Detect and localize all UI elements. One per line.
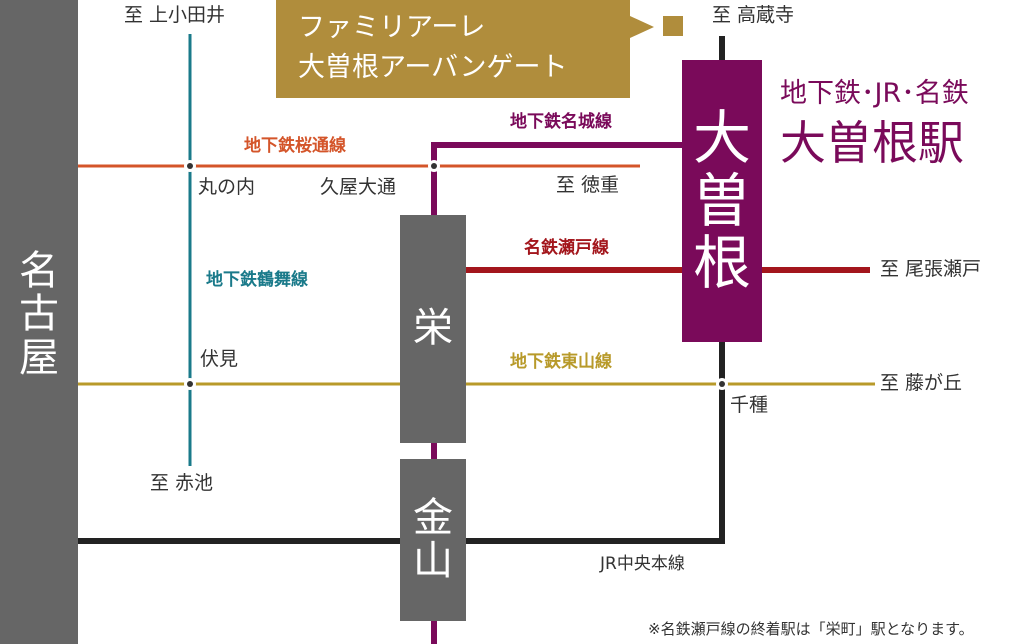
property-name-line2: 大曽根アーバンゲート [298,52,568,83]
property-name-line1: ファミリアーレ [298,12,486,43]
station-hisaya-odori: 久屋大通 [320,176,397,198]
direction-owari-seto: 至 尾張瀬戸 [880,258,982,280]
kanayama-char-2: 山 [413,538,453,584]
ozone-char-1: 大 [692,104,751,173]
line-name-sakura-dori: 地下鉄桜通線 [244,136,346,156]
line-name-meijo: 地下鉄名城線 [510,112,612,132]
nagoya-char-1: 名 [19,248,59,295]
line-name-tsurumai: 地下鉄鶴舞線 [206,270,308,290]
ozone-label: 大 曽 根 [682,60,762,342]
chikusa-dot-inner [719,381,725,387]
station-marunouchi: 丸の内 [198,176,256,198]
station-fushimi: 伏見 [200,348,239,370]
jr-chuo-line [78,340,725,544]
sakae-char-1: 栄 [413,305,453,352]
callout-pointer [630,16,654,38]
direction-takakuraji: 至 高蔵寺 [712,4,795,26]
line-name-higashiyama: 地下鉄東山線 [510,352,612,372]
footnote: ※名鉄瀬戸線の終着駅は「栄町」駅となります。 [648,620,974,638]
direction-kami-otai: 至 上小田井 [124,4,226,26]
nagoya-label: 名 古 屋 [0,240,78,390]
kanayama-label: 金 山 [400,459,466,621]
kanayama-char-1: 金 [413,494,453,541]
nagoya-char-2: 古 [19,291,59,338]
station-chikusa: 千種 [730,394,769,416]
property-marker [663,16,683,36]
marunouchi-dot-inner [187,163,193,169]
nagoya-char-3: 屋 [19,334,59,381]
sakae-label: 栄 [400,215,466,443]
ozone-char-2: 曽 [692,166,751,235]
nagoya-block [0,0,78,644]
direction-tokushige: 至 徳重 [556,174,620,196]
ozone-block [682,60,762,342]
line-name-jr-chuo: JR中央本線 [600,554,685,574]
kanayama-block [400,459,466,621]
direction-fujigaoka: 至 藤が丘 [880,372,963,394]
station-title-lines: 地下鉄･JR･名鉄 [780,78,969,109]
hisaya-odori-dot-inner [431,163,437,169]
fushimi-dot-inner [187,381,193,387]
station-title-name: 大曽根駅 [780,116,964,170]
property-callout: ファミリアーレ 大曽根アーバンゲート [276,0,630,98]
ozone-char-3: 根 [692,229,751,298]
line-name-meitetsu-seto: 名鉄瀬戸線 [524,238,609,258]
direction-akaike: 至 赤池 [150,472,214,494]
sakae-block [400,215,466,443]
